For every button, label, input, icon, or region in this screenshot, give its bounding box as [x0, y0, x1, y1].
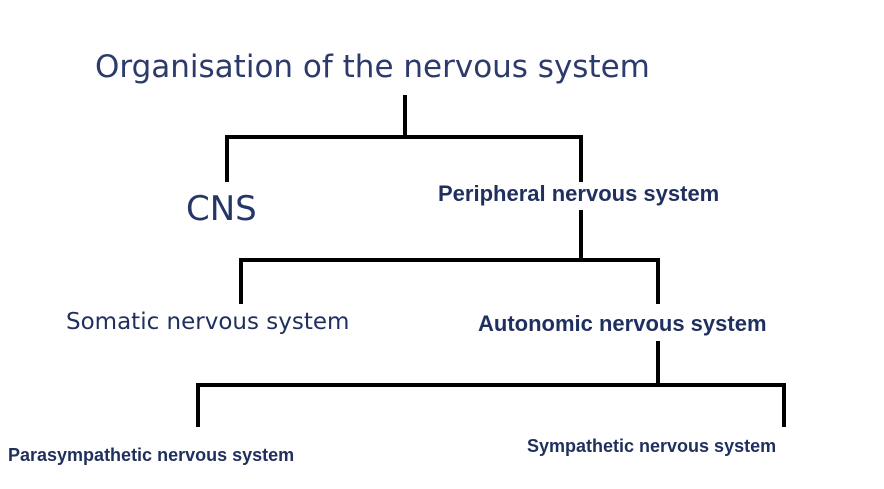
- node-autonomic-nervous-system: Autonomic nervous system: [478, 311, 767, 336]
- node-peripheral-nervous-system: Peripheral nervous system: [438, 181, 720, 206]
- node-somatic-nervous-system: Somatic nervous system: [66, 309, 350, 335]
- diagram-title: Organisation of the nervous system: [95, 49, 650, 85]
- node-parasympathetic-nervous-system: Parasympathetic nervous system: [8, 445, 295, 465]
- node-sympathetic-nervous-system: Sympathetic nervous system: [527, 436, 777, 456]
- node-cns: CNS: [186, 189, 257, 229]
